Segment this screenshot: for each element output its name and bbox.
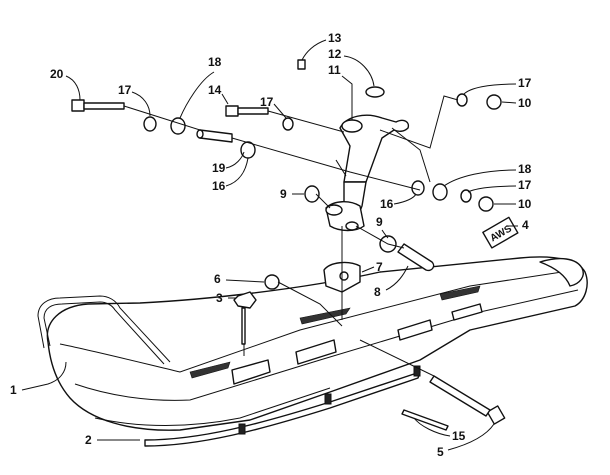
spindle-cap <box>365 86 385 98</box>
svg-text:17: 17 <box>518 178 532 192</box>
callout-8: 8 <box>374 265 409 299</box>
callout-1: 1 <box>10 361 67 397</box>
callout-7: 7 <box>361 260 383 274</box>
callout-14: 14 <box>208 83 229 105</box>
callout-4: 4 <box>506 218 529 232</box>
callout-17c: 17 <box>463 76 532 95</box>
callout-12: 12 <box>328 47 375 87</box>
svg-text:15: 15 <box>452 429 466 443</box>
svg-text:16: 16 <box>380 197 394 211</box>
callout-16a: 16 <box>212 157 249 193</box>
svg-text:18: 18 <box>208 55 222 69</box>
callout-19: 19 <box>212 151 245 175</box>
callout-16b: 16 <box>380 193 417 211</box>
ski-body <box>46 256 588 431</box>
svg-text:8: 8 <box>374 285 381 299</box>
callout-15: 15 <box>413 417 466 443</box>
svg-text:9: 9 <box>280 187 287 201</box>
callout-18a: 18 <box>179 55 222 119</box>
callout-10a: 10 <box>501 96 532 110</box>
callout-11: 11 <box>328 63 353 120</box>
callout-9a: 9 <box>280 187 304 201</box>
svg-text:14: 14 <box>208 83 222 97</box>
callout-13: 13 <box>301 31 342 61</box>
callout-3: 3 <box>216 291 236 305</box>
svg-text:18: 18 <box>518 162 532 176</box>
svg-text:12: 12 <box>328 47 342 61</box>
callout-10b: 10 <box>494 197 532 211</box>
callout-9b: 9 <box>376 215 389 239</box>
svg-text:10: 10 <box>518 96 532 110</box>
svg-text:10: 10 <box>518 197 532 211</box>
callout-17a: 17 <box>118 83 151 117</box>
bolt-20 <box>71 99 125 112</box>
svg-text:9: 9 <box>376 215 383 229</box>
ski-handle-loop <box>37 295 171 365</box>
washers-nuts <box>143 93 502 345</box>
svg-text:13: 13 <box>328 31 342 45</box>
callout-20: 20 <box>50 67 81 101</box>
svg-text:20: 20 <box>50 67 64 81</box>
svg-text:5: 5 <box>437 445 444 459</box>
svg-text:7: 7 <box>376 260 383 274</box>
bolt-5 <box>429 375 506 425</box>
bushing-8 <box>397 243 435 272</box>
callout-17b: 17 <box>260 95 287 119</box>
svg-text:19: 19 <box>212 161 226 175</box>
callout-2: 2 <box>85 433 140 447</box>
callout-6: 6 <box>214 272 265 286</box>
wear-bar <box>144 365 421 447</box>
grease-fitting <box>297 59 306 70</box>
svg-text:17: 17 <box>260 95 274 109</box>
callout-5: 5 <box>437 423 495 459</box>
svg-text:3: 3 <box>216 291 223 305</box>
spindle <box>325 114 410 232</box>
decal-aws: AWS <box>482 216 519 249</box>
svg-text:6: 6 <box>214 272 221 286</box>
callout-18b: 18 <box>443 162 532 187</box>
callout-17d: 17 <box>467 178 532 193</box>
bolt-15 <box>401 409 449 431</box>
svg-text:11: 11 <box>328 63 341 77</box>
svg-text:17: 17 <box>118 83 132 97</box>
svg-text:17: 17 <box>518 76 532 90</box>
assembly-lines <box>123 95 459 377</box>
svg-text:4: 4 <box>522 218 529 232</box>
svg-text:1: 1 <box>10 383 17 397</box>
svg-text:16: 16 <box>212 179 226 193</box>
svg-text:2: 2 <box>85 433 92 447</box>
sleeve-19 <box>196 129 233 143</box>
